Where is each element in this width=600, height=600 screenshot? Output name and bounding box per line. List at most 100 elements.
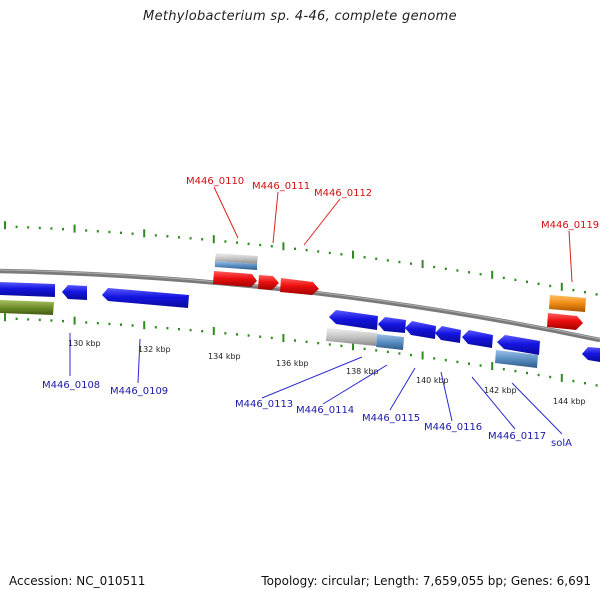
- minor-tick: [305, 248, 308, 252]
- minor-tick: [38, 226, 41, 230]
- minor-tick: [201, 238, 204, 241]
- gene-label-forward: M446_0111: [252, 181, 310, 192]
- gene-arrow-reverse: [62, 285, 87, 300]
- gray-feature: [326, 328, 377, 346]
- minor-tick: [294, 247, 296, 250]
- minor-tick: [154, 326, 157, 329]
- minor-tick: [15, 225, 18, 229]
- scale-label: 136 kbp: [276, 359, 309, 368]
- minor-tick: [27, 318, 30, 321]
- gene-label-reverse: solA: [551, 438, 572, 449]
- gene-label-reverse: M446_0114: [296, 405, 354, 416]
- minor-tick: [386, 259, 389, 262]
- minor-tick: [572, 288, 575, 292]
- minor-tick: [340, 253, 343, 256]
- steel-feature: [495, 350, 538, 368]
- minor-tick: [96, 322, 99, 325]
- minor-tick: [166, 327, 169, 330]
- genome-summary-text: Topology: circular; Length: 7,659,055 bp…: [261, 574, 591, 588]
- minor-tick: [38, 318, 41, 322]
- minor-tick: [526, 280, 528, 283]
- minor-tick: [572, 379, 575, 383]
- lower-tick-track: [4, 313, 598, 387]
- minor-tick: [433, 265, 436, 269]
- minor-tick: [131, 324, 134, 327]
- major-tick: [560, 282, 563, 291]
- gene-label-reverse: M446_0117: [488, 431, 546, 442]
- gene-arrow-reverse: [378, 317, 406, 333]
- minor-tick: [363, 347, 366, 351]
- minor-tick: [595, 293, 598, 296]
- minor-tick: [375, 349, 378, 352]
- minor-tick: [247, 242, 250, 245]
- minor-tick: [166, 235, 169, 238]
- gene-arrow-forward: [258, 275, 279, 290]
- upper-tick-track: [4, 221, 598, 296]
- minor-tick: [340, 344, 343, 348]
- minor-tick: [236, 241, 238, 244]
- orange-feature: [549, 295, 586, 312]
- major-tick: [491, 362, 494, 371]
- scale-label: 142 kbp: [484, 386, 517, 395]
- minor-tick: [120, 231, 122, 234]
- steel-feature: [376, 334, 404, 350]
- steel-feature: [215, 261, 257, 270]
- minor-tick: [178, 328, 180, 331]
- major-tick: [212, 235, 215, 244]
- minor-tick: [549, 284, 552, 288]
- gene-arrow-forward: [280, 278, 319, 295]
- minor-tick: [62, 319, 64, 323]
- minor-tick: [50, 227, 53, 230]
- minor-tick: [108, 322, 111, 326]
- minor-tick: [178, 236, 180, 239]
- minor-tick: [27, 226, 30, 229]
- gene-arrow-forward: [213, 271, 257, 287]
- minor-tick: [294, 339, 296, 342]
- minor-tick: [444, 358, 447, 362]
- minor-tick: [131, 232, 134, 235]
- minor-tick: [85, 229, 88, 232]
- minor-tick: [108, 230, 111, 234]
- minor-tick: [317, 250, 320, 253]
- minor-tick: [502, 276, 505, 280]
- minor-tick: [201, 330, 204, 333]
- major-tick: [73, 316, 76, 325]
- gene-arrow-reverse: [435, 326, 461, 343]
- major-tick: [421, 351, 424, 360]
- minor-tick: [444, 267, 447, 270]
- gene-label-forward: M446_0112: [314, 188, 372, 199]
- minor-tick: [259, 243, 262, 247]
- major-tick: [282, 334, 285, 342]
- minor-tick: [62, 228, 64, 231]
- gene-label-reverse: M446_0113: [235, 399, 293, 410]
- minor-tick: [479, 273, 482, 276]
- major-tick: [4, 313, 6, 322]
- gene-arrow-reverse: [102, 288, 189, 308]
- minor-tick: [363, 256, 366, 259]
- minor-tick: [386, 350, 389, 354]
- minor-tick: [514, 369, 517, 373]
- minor-tick: [236, 333, 238, 336]
- minor-tick: [224, 240, 227, 243]
- minor-tick: [398, 260, 401, 264]
- major-tick: [352, 250, 354, 259]
- minor-tick: [479, 364, 482, 367]
- scale-label: 132 kbp: [138, 345, 171, 354]
- gene-arrow-reverse: [582, 347, 600, 362]
- minor-tick: [537, 282, 540, 285]
- minor-tick: [584, 291, 586, 294]
- minor-tick: [96, 230, 99, 233]
- minor-tick: [270, 245, 273, 248]
- gray-feature: [215, 253, 258, 264]
- minor-tick: [50, 319, 53, 322]
- major-tick: [143, 321, 146, 330]
- minor-tick: [305, 340, 308, 343]
- minor-tick: [328, 251, 331, 255]
- major-tick: [491, 270, 494, 279]
- gene-arrow-reverse: [405, 321, 436, 339]
- minor-tick: [514, 278, 517, 282]
- olive-feature: [0, 300, 54, 315]
- minor-tick: [468, 271, 470, 274]
- minor-tick: [433, 357, 436, 360]
- accession-text: Accession: NC_010511: [9, 574, 146, 588]
